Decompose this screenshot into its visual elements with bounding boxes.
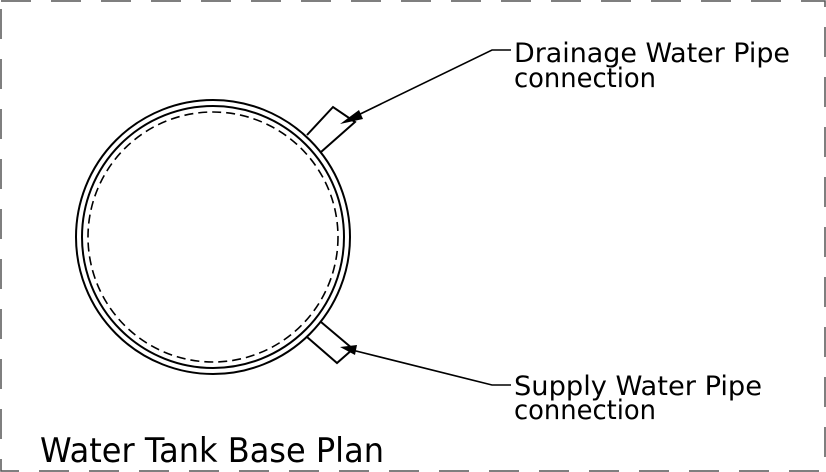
tank-inner-wall	[81, 105, 345, 369]
tank-outer-wall	[75, 99, 351, 375]
supply-callout-line1: Supply Water Pipe	[514, 371, 762, 402]
drainage-pipe-stub	[306, 105, 357, 153]
drainage-callout-line2: connection	[514, 63, 656, 94]
drainage-arrowhead	[340, 110, 363, 124]
drainage-leader	[340, 49, 511, 124]
supply-callout-line2: connection	[514, 395, 656, 426]
tank-base-dashed-outline	[87, 111, 339, 363]
supply-pipe-stub	[306, 321, 355, 365]
supply-leader	[340, 345, 511, 386]
drawing-title: Water Tank Base Plan	[40, 431, 384, 471]
drainage-callout-line1: Drainage Water Pipe	[514, 38, 790, 69]
supply-arrowhead	[340, 345, 357, 355]
water-tank-plan	[75, 99, 351, 375]
